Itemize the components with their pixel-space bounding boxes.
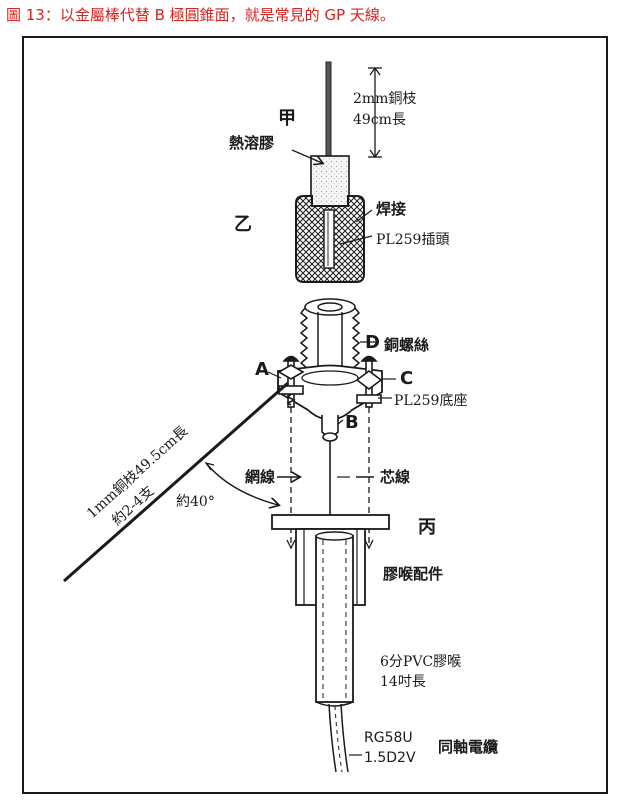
label-copper-thread: 銅螺絲 [384,336,429,354]
label-jia: 甲 [278,108,296,129]
right-screw-assembly [355,355,383,408]
pvc-pipe [315,531,354,707]
label-cable-2: 1.5D2V [364,750,416,766]
rod-dimension-marker [368,66,382,159]
label-angle: 約40° [176,494,215,510]
label-hot-glue: 熱溶膠 [229,134,274,152]
label-braid: 網線 [245,468,275,486]
label-letter-a: A [255,359,269,380]
label-solder: 焊接 [376,200,406,218]
label-rod-spec-1: 2mm銅枝 [353,91,416,107]
pl259-flange [277,364,383,420]
label-cable-1: RG58U [364,730,413,746]
pl259-socket-thread [299,298,361,372]
label-cable-name: 同軸電纜 [438,738,498,756]
label-pl259-plug: PL259插頭 [376,232,449,248]
figure-caption: 圖 13：以金屬棒代替 B 極圓錐面，就是常見的 GP 天線。 [6,6,395,24]
center-solder-cup [321,415,339,442]
label-bing: 丙 [418,517,436,538]
label-pvc-pipe-1: 6分PVC膠喉 [380,654,461,670]
label-core: 芯線 [380,468,410,486]
left-screw-assembly [277,355,305,408]
label-pvc-pipe-2: 14吋長 [380,674,426,690]
label-letter-d: D [365,332,380,353]
plug-center-pin [323,209,335,269]
radial-ground-rod [63,381,289,583]
label-pl259-base: PL259底座 [394,393,467,409]
label-yi: 乙 [234,214,252,235]
label-pvc-fitting: 膠喉配件 [383,565,443,583]
angle-arc [205,462,278,505]
pvc-fitting-flange [271,514,390,530]
label-rod-spec-2: 49cm長 [353,112,406,128]
coax-cable [328,703,349,773]
label-letter-b: B [345,412,359,433]
label-letter-c: C [400,368,413,389]
